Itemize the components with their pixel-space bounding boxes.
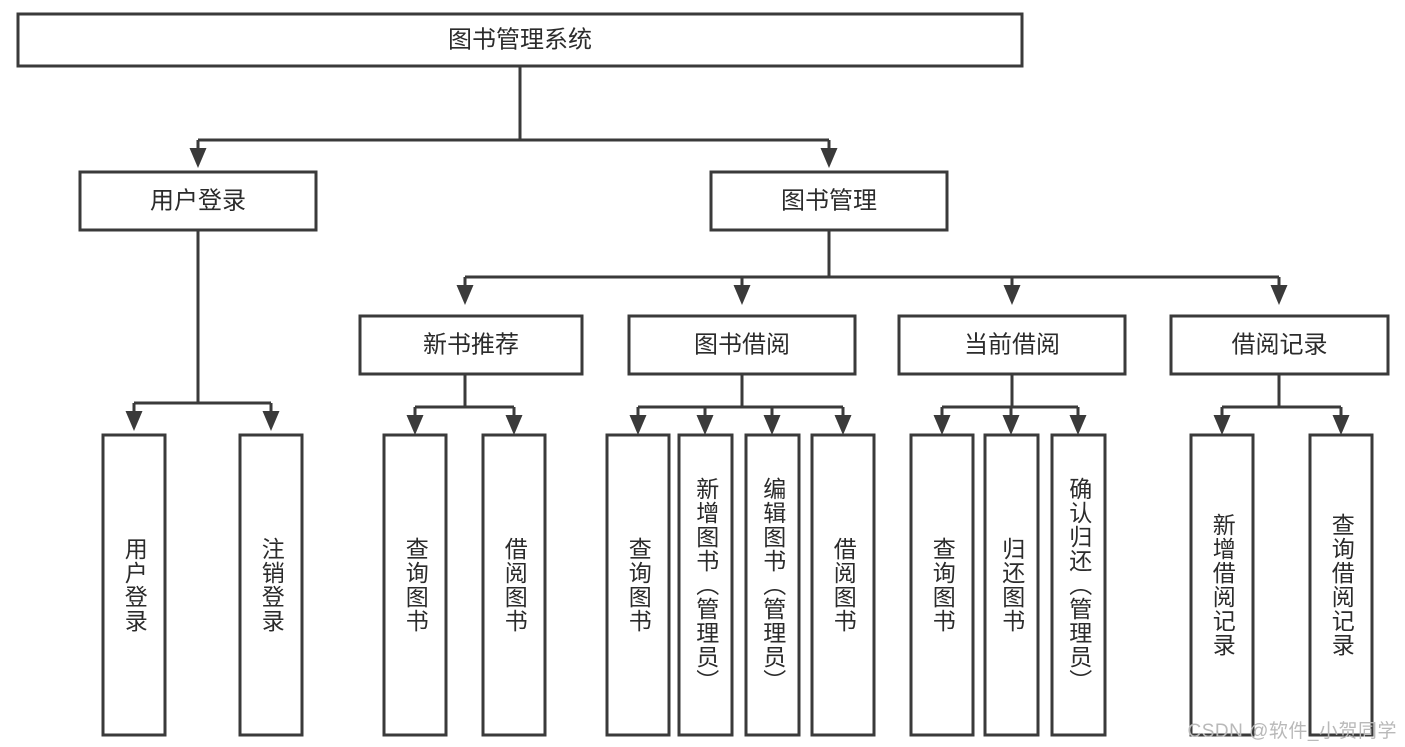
- connector-level2-books-to-level3-arrow-0: [456, 285, 474, 305]
- leaf-node-4-box[interactable]: [605, 433, 671, 737]
- node-box-layer: [16, 12, 1390, 737]
- connector-level2-books-to-level3-arrow-3: [1270, 285, 1288, 305]
- connector-level3-current-to-leaves-arrow-1: [1002, 415, 1020, 435]
- connector-level3-current-to-leaves-arrow-2: [1069, 415, 1087, 435]
- connector-level3-borrow-to-leaves-arrow-3: [834, 415, 852, 435]
- root-node-system-box[interactable]: [16, 12, 1024, 68]
- leaf-node-9-box[interactable]: [983, 433, 1040, 737]
- level2-node-1-box[interactable]: [709, 170, 949, 232]
- leaf-node-3-box[interactable]: [481, 433, 547, 737]
- level3-node-1-box[interactable]: [627, 314, 857, 376]
- level2-node-1-label: 图书管理: [781, 187, 877, 214]
- leaf-node-7-box[interactable]: [810, 433, 876, 737]
- leaf-node-5-box[interactable]: [677, 433, 734, 737]
- connector-root-to-level2-arrow-1: [820, 148, 838, 168]
- leaf-node-6-box[interactable]: [744, 433, 801, 737]
- level3-node-3-box[interactable]: [1169, 314, 1390, 376]
- level3-node-3-label: 借阅记录: [1232, 331, 1328, 358]
- connector-level2-users-to-leaves-arrow-0: [125, 411, 143, 431]
- root-node-system-label: 图书管理系统: [448, 26, 592, 53]
- level2-node-0-label: 用户登录: [150, 187, 246, 214]
- connector-level3-records-to-leaves-arrow-1: [1332, 415, 1350, 435]
- leaf-node-11-box[interactable]: [1189, 433, 1255, 737]
- connector-level3-new-to-leaves-arrow-0: [406, 415, 424, 435]
- level3-node-0-label: 新书推荐: [423, 331, 519, 358]
- connector-level2-users-to-leaves-arrow-1: [262, 411, 280, 431]
- connector-layer: [125, 66, 1350, 435]
- connector-level3-new-to-leaves-arrow-1: [505, 415, 523, 435]
- level3-node-2-label: 当前借阅: [964, 331, 1060, 358]
- connector-level3-records-to-leaves-arrow-0: [1213, 415, 1231, 435]
- level2-node-0-box[interactable]: [78, 170, 318, 232]
- connector-level2-books-to-level3-arrow-1: [733, 285, 751, 305]
- connector-level3-borrow-to-leaves-arrow-2: [763, 415, 781, 435]
- leaf-node-12-box[interactable]: [1308, 433, 1374, 737]
- leaf-node-2-box[interactable]: [382, 433, 448, 737]
- leaf-node-1-box[interactable]: [238, 433, 304, 737]
- connector-level2-books-to-level3-arrow-2: [1003, 285, 1021, 305]
- leaf-node-10-box[interactable]: [1050, 433, 1107, 737]
- level3-node-1-label: 图书借阅: [694, 331, 790, 358]
- connector-level3-borrow-to-leaves-arrow-0: [629, 415, 647, 435]
- leaf-node-8-box[interactable]: [909, 433, 975, 737]
- connector-level3-borrow-to-leaves-arrow-1: [696, 415, 714, 435]
- connector-root-to-level2-arrow-0: [189, 148, 207, 168]
- leaf-node-0-box[interactable]: [101, 433, 167, 737]
- level3-node-2-box[interactable]: [897, 314, 1127, 376]
- connector-level3-current-to-leaves-arrow-0: [933, 415, 951, 435]
- level3-node-0-box[interactable]: [358, 314, 584, 376]
- watermark-text: CSDN @软件_小贺同学: [1187, 721, 1397, 742]
